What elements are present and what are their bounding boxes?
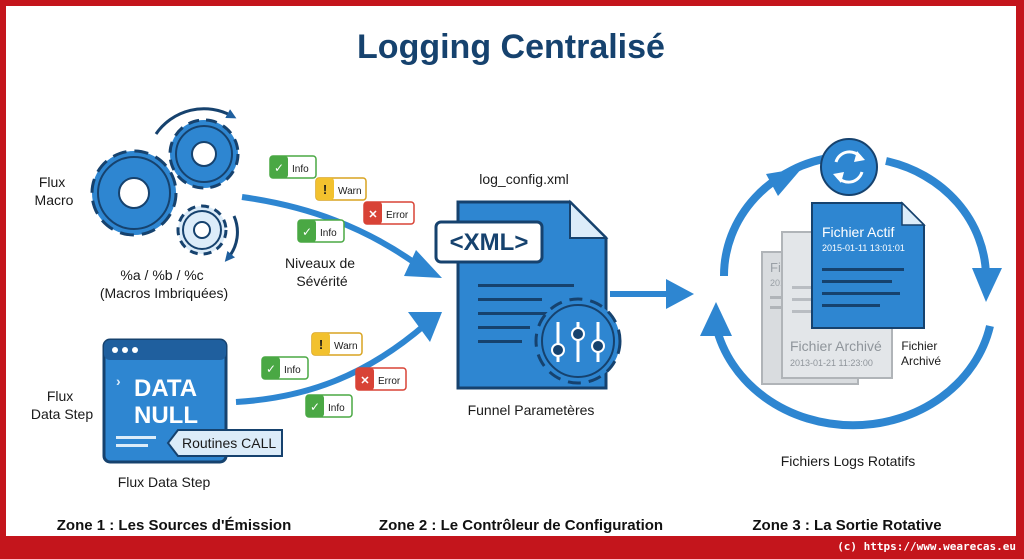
badge-label: Error bbox=[378, 376, 401, 387]
warning-icon: ! bbox=[319, 337, 323, 352]
active-file-title: Fichier Actif bbox=[822, 224, 894, 240]
severity-badge-info: ✓ Info bbox=[297, 219, 345, 243]
svg-text:Routines CALL: Routines CALL bbox=[182, 435, 276, 451]
badge-label: Warn bbox=[334, 341, 358, 352]
severity-badge-warn: ! Warn bbox=[311, 332, 363, 356]
gear-large-icon bbox=[90, 149, 178, 237]
footer-bar: (c) https://www.wearecas.eu bbox=[0, 536, 1024, 559]
gear-small-icon bbox=[176, 204, 228, 256]
rotation-arrow-icon bbox=[154, 107, 237, 135]
gear-medium-icon bbox=[168, 118, 240, 190]
check-icon: ✓ bbox=[274, 161, 284, 175]
data-step-flow-arrow bbox=[235, 321, 428, 405]
warning-icon: ! bbox=[323, 182, 327, 197]
ring-arrowhead bbox=[700, 302, 732, 336]
svg-text:Fi: Fi bbox=[770, 260, 781, 275]
zone3-heading: Zone 3 : La Sortie Rotative bbox=[752, 517, 941, 534]
zone1-heading: Zone 1 : Les Sources d'Émission bbox=[57, 517, 291, 534]
badge-label: Info bbox=[328, 403, 345, 414]
severity-badge-info: ✓ Info bbox=[305, 394, 353, 418]
data-step-caption: Flux Data Step bbox=[118, 474, 211, 490]
diagram-frame: Logging Centralisé Flux Macro %a / %b / … bbox=[6, 6, 1016, 536]
severity-badge-warn: ! Warn bbox=[315, 177, 367, 201]
rotation-arrow-icon bbox=[224, 215, 239, 262]
data-step-flow-arrowhead bbox=[408, 312, 442, 342]
flux-macro-label: Flux Macro bbox=[35, 174, 74, 208]
ring-arrowhead bbox=[972, 268, 1002, 302]
macros-label: %a / %b / %c (Macros Imbriquées) bbox=[100, 267, 228, 301]
window-dot-icon bbox=[112, 347, 118, 353]
severity-badge-info: ✓ Info bbox=[261, 356, 309, 380]
badge-label: Warn bbox=[338, 186, 362, 197]
funnel-label: Funnel Parametères bbox=[468, 402, 595, 418]
svg-text:›: › bbox=[116, 373, 121, 389]
zone2-heading: Zone 2 : Le Contrôleur de Configuration bbox=[379, 517, 663, 534]
rotation-ring-top bbox=[719, 153, 835, 277]
diagram-canvas: Logging Centralisé Flux Macro %a / %b / … bbox=[31, 28, 1002, 534]
badge-label: Info bbox=[292, 164, 309, 175]
page-title: Logging Centralisé bbox=[357, 28, 665, 66]
macro-flow-arrowhead bbox=[404, 250, 442, 278]
flux-data-step-label: Flux Data Step bbox=[31, 388, 93, 422]
check-icon: ✓ bbox=[302, 225, 312, 239]
output-flow-arrowhead bbox=[666, 279, 694, 309]
severity-badge-error: ✕ Error bbox=[363, 201, 415, 225]
copyright-text: (c) https://www.wearecas.eu bbox=[837, 540, 1016, 553]
error-icon: ✕ bbox=[360, 375, 369, 387]
severity-label: Niveaux de Sévérité bbox=[285, 255, 359, 289]
settings-gear-icon bbox=[534, 297, 622, 385]
badge-label: Error bbox=[386, 210, 409, 221]
config-file-label: log_config.xml bbox=[479, 171, 569, 187]
rotation-ring-right bbox=[885, 157, 990, 277]
severity-badge-info: ✓ Info bbox=[269, 155, 317, 179]
refresh-icon bbox=[820, 138, 878, 196]
active-file-date: 2015-01-11 13:01:01 bbox=[822, 243, 905, 253]
archived-side-label: Fichier Archivé bbox=[901, 339, 941, 368]
error-icon: ✕ bbox=[368, 209, 377, 221]
svg-text:201: 201 bbox=[770, 278, 785, 288]
data-null-label: DATA NULL bbox=[134, 375, 203, 429]
window-dot-icon bbox=[122, 347, 128, 353]
badge-label: Info bbox=[320, 228, 337, 239]
rotation-ring-bottom bbox=[712, 325, 994, 430]
ring-arrowhead bbox=[766, 168, 802, 196]
routines-call-tag: Routines CALL bbox=[166, 429, 283, 457]
badge-label: Info bbox=[284, 365, 301, 376]
archived-file-title: Fichier Archivé bbox=[790, 338, 882, 354]
check-icon: ✓ bbox=[266, 362, 276, 376]
severity-badge-error: ✕ Error bbox=[355, 367, 407, 391]
rotating-logs-caption: Fichiers Logs Rotatifs bbox=[781, 453, 916, 469]
check-icon: ✓ bbox=[310, 400, 320, 414]
archived-file-date: 2013-01-21 11:23:00 bbox=[790, 358, 873, 368]
window-dot-icon bbox=[132, 347, 138, 353]
active-file: Fichier Actif 2015-01-11 13:01:01 bbox=[811, 201, 926, 329]
svg-text:<XML>: <XML> bbox=[450, 229, 529, 256]
xml-tag: <XML> bbox=[434, 220, 544, 264]
